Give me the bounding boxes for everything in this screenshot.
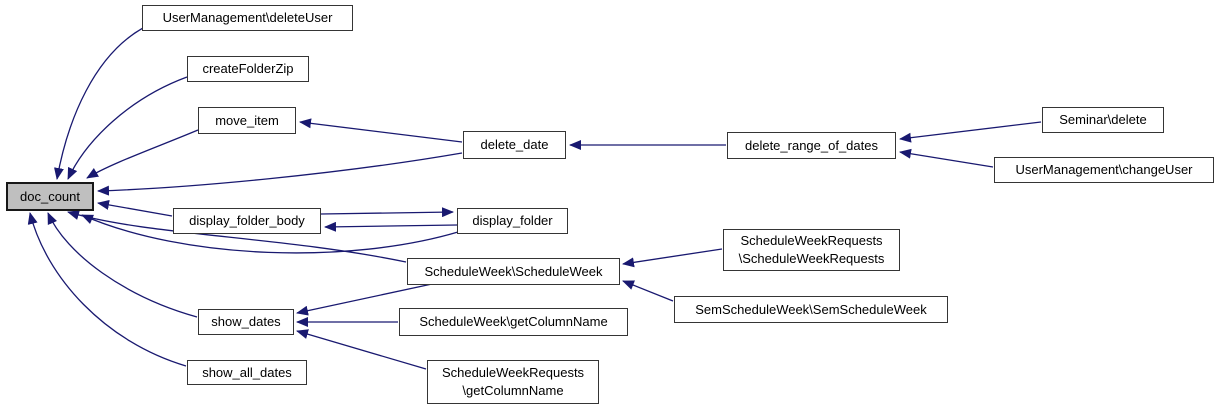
node-scheduleweek-scheduleweek[interactable]: ScheduleWeek\ScheduleWeek <box>407 258 620 285</box>
edge-dfb-to-doc_count <box>97 199 173 217</box>
node-scheduleweekrequests-scheduleweekrequests[interactable]: ScheduleWeekRequests \ScheduleWeekReques… <box>723 229 900 271</box>
node-display-folder-body[interactable]: display_folder_body <box>173 208 321 234</box>
node-delete-date[interactable]: delete_date <box>463 131 566 159</box>
node-createfolderzip[interactable]: createFolderZip <box>187 56 309 82</box>
node-seminar-delete[interactable]: Seminar\delete <box>1042 107 1164 133</box>
node-scheduleweekrequests-getcolumnname[interactable]: ScheduleWeekRequests \getColumnName <box>427 360 599 404</box>
edge-createFolderZip-to-doc_count <box>67 76 188 180</box>
node-scheduleweek-getcolumnname[interactable]: ScheduleWeek\getColumnName <box>399 308 628 336</box>
edge-seminar_delete-to-delete_range <box>899 121 1042 143</box>
edge-schedule_week-to-show_dates <box>296 283 433 316</box>
edge-show_all_dates-to-doc_count <box>27 212 187 367</box>
edge-swrequests-to-schedule_week <box>622 248 723 268</box>
edge-schedule_week-to-doc_count <box>67 210 407 263</box>
node-show-all-dates[interactable]: show_all_dates <box>187 360 307 385</box>
node-usermanagement-deleteuser[interactable]: UserManagement\deleteUser <box>142 5 353 31</box>
edge-delete_date-to-move_item <box>299 118 463 143</box>
node-delete-range-of-dates[interactable]: delete_range_of_dates <box>727 132 896 159</box>
node-doc-count: doc_count <box>6 182 94 211</box>
edge-deleteUser-to-doc_count <box>54 27 144 180</box>
edge-display_folder-to-dfb <box>324 221 458 232</box>
edge-show_dates-to-doc_count <box>47 212 198 318</box>
node-display-folder[interactable]: display_folder <box>457 208 568 234</box>
edge-delete_date-to-doc_count <box>97 152 463 196</box>
node-show-dates[interactable]: show_dates <box>198 309 294 335</box>
edge-move_item-to-doc_count <box>86 129 199 179</box>
edge-display_folder-to-doc_count <box>81 214 459 254</box>
edge-swrgetcol-to-show_dates <box>296 329 427 370</box>
node-move-item[interactable]: move_item <box>198 107 296 134</box>
edge-semschedweek-to-schedule_week <box>622 280 674 302</box>
edge-dfb-to-display_folder <box>320 207 454 218</box>
node-usermanagement-changeuser[interactable]: UserManagement\changeUser <box>994 157 1214 183</box>
edge-changeUser-to-delete_range <box>899 148 994 168</box>
node-semscheduleweek-semscheduleweek[interactable]: SemScheduleWeek\SemScheduleWeek <box>674 296 948 323</box>
